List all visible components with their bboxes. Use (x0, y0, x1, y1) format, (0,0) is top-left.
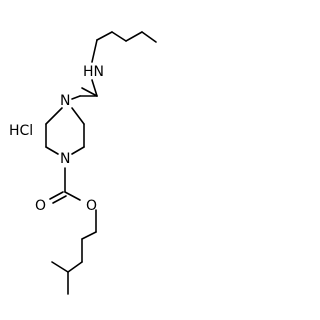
ester-o-label: O (86, 198, 97, 214)
bond-ch2-n (71, 95, 81, 100)
bond-co-double-b (52, 195, 67, 204)
bond-ring-1 (45, 107, 63, 125)
bond-iso-5 (51, 261, 69, 273)
atom-labels: HN N N O O (35, 64, 104, 214)
bond-ring-3 (45, 146, 59, 155)
structure-diagram: HN N N O O HCl (9, 31, 157, 295)
carbonyl-o-label: O (35, 198, 46, 214)
molecule-canvas: HN N N O O HCl (9, 31, 157, 295)
amine-nh-label: HN (83, 64, 104, 80)
bond-co-double-a (49, 191, 64, 200)
bond-ring-4 (71, 146, 85, 155)
bond-ethyl (81, 87, 98, 97)
piperazine-n-top-label: N (60, 93, 70, 109)
bond-iso-4 (67, 261, 83, 273)
bond-c-o-ester (64, 191, 81, 201)
bond-butyl-5 (91, 39, 98, 63)
bond-iso-2 (81, 231, 97, 240)
bond-butyl-1 (141, 31, 157, 43)
bond-ring-6 (71, 107, 85, 125)
bond-nh-ethyl (91, 79, 98, 97)
bond-butyl-3 (111, 31, 127, 42)
bond-butyl-2 (125, 31, 143, 42)
bond-butyl-4 (96, 31, 113, 41)
piperazine-n-bottom-label: N (60, 151, 70, 167)
hcl-salt-label: HCl (9, 123, 33, 139)
bonds (45, 31, 157, 295)
